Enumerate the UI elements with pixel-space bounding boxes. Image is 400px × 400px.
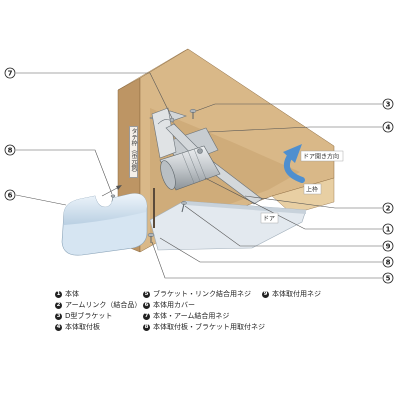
legend-number: 4 — [55, 324, 62, 331]
svg-text:4: 4 — [386, 124, 391, 132]
legend-item-5: 5 ブラケット・リンク結合用ネジ — [143, 290, 251, 299]
leader-line-3 — [195, 103, 382, 112]
callout-6: 6 — [4, 189, 16, 201]
svg-text:8: 8 — [8, 147, 13, 155]
door-open-direction-tag: ドア開き方向 — [300, 150, 344, 162]
legend-label: アームリンク（結合品） — [65, 301, 142, 309]
legend-item-9: 9 本体取付用ネジ — [262, 290, 321, 299]
legend-label: 本体取付板 — [65, 323, 100, 331]
legend-number: 2 — [55, 302, 62, 309]
svg-text:9: 9 — [386, 243, 391, 251]
legend-item-7: 7 本体・アーム結合用ネジ — [143, 312, 229, 321]
legend-item-3: 3 D型ブラケット — [55, 312, 112, 321]
leader-line-8-left — [16, 149, 113, 195]
door-tag: ドア — [260, 212, 279, 224]
closer-body-end-cap — [160, 160, 176, 190]
door-open-arrowhead — [283, 144, 302, 163]
closer-shaft — [197, 148, 203, 154]
legend-number: 5 — [143, 291, 150, 298]
leader-line-8-right — [159, 237, 382, 263]
legend-label: 本体取付板・ブラケット用取付ネジ — [153, 323, 265, 331]
leader-line-5 — [151, 241, 382, 279]
closer-body-rib — [181, 152, 195, 184]
vertical-frame-label: タテ枠（吊元側） — [129, 126, 138, 178]
frame-gap-line — [153, 188, 155, 228]
legend-item-6: 6 本体用カバー — [143, 301, 195, 310]
legend-label: 本体用カバー — [153, 301, 195, 309]
legend-label: 本体・アーム結合用ネジ — [153, 312, 230, 320]
leader-line-4 — [207, 126, 382, 133]
callout-2: 2 — [382, 202, 394, 214]
callout-8-right: 8 — [382, 256, 394, 268]
callout-3: 3 — [382, 98, 394, 110]
door-edge — [184, 201, 306, 214]
svg-text:5: 5 — [386, 275, 391, 283]
callout-7: 7 — [4, 67, 16, 79]
svg-text:3: 3 — [386, 101, 391, 109]
callout-1: 1 — [382, 223, 394, 235]
legend-number: 8 — [143, 324, 150, 331]
svg-text:上枠: 上枠 — [306, 186, 318, 194]
svg-text:6: 6 — [8, 192, 13, 200]
screw-bottom — [147, 232, 155, 243]
upper-frame-tag: 上枠 — [303, 183, 322, 195]
legend-item-1: 1 本体 — [55, 290, 79, 299]
legend-label: 本体 — [65, 290, 79, 298]
leader-line-9 — [184, 205, 382, 247]
callout-8-left: 8 — [4, 144, 16, 156]
callout-5: 5 — [382, 272, 394, 284]
leader-line-2 — [244, 195, 382, 209]
leader-line-6 — [15, 194, 67, 206]
legend-label: 本体取付用ネジ — [272, 290, 321, 298]
svg-text:2: 2 — [386, 205, 391, 213]
frame-top-edge — [117, 48, 189, 91]
door-open-arrow — [284, 153, 305, 183]
legend-number: 3 — [55, 313, 62, 320]
screw-body-mount — [181, 201, 187, 213]
leader-line-7 — [16, 72, 173, 119]
legend-label: ブラケット・リンク結合用ネジ — [153, 290, 251, 298]
svg-text:7: 7 — [8, 70, 13, 78]
legend-number: 9 — [262, 291, 269, 298]
closer-body-rib — [187, 150, 201, 182]
closer-body-rib — [193, 148, 207, 180]
callout-4: 4 — [382, 121, 394, 133]
legend-item-2: 2 アームリンク（結合品） — [55, 301, 141, 310]
svg-text:1: 1 — [386, 226, 391, 234]
mount-direction-arrow — [101, 185, 122, 197]
svg-text:ドア開き方向: ドア開き方向 — [303, 153, 339, 161]
legend-number: 1 — [55, 291, 62, 298]
legend-item-4: 4 本体取付板 — [55, 323, 100, 332]
legend-number: 6 — [143, 302, 150, 309]
closer-cover-top — [64, 193, 147, 225]
leader-line-1 — [204, 177, 382, 230]
svg-text:ドア: ドア — [263, 216, 275, 223]
callout-9: 9 — [382, 240, 394, 252]
legend-number: 7 — [143, 313, 150, 320]
legend-item-8: 8 本体取付板・ブラケット用取付ネジ — [143, 323, 265, 332]
svg-text:8: 8 — [386, 259, 391, 267]
legend-label: D型ブラケット — [65, 312, 113, 320]
screw-bracket — [169, 117, 175, 123]
